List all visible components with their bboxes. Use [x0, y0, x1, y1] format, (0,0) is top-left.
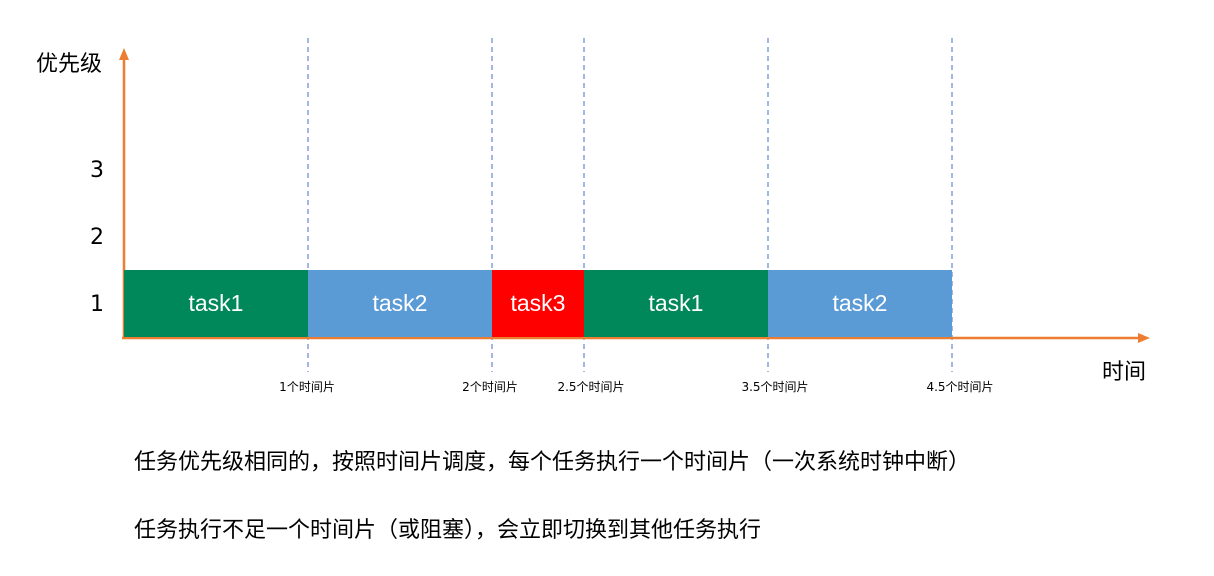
x-tick-1: 1个时间片: [279, 380, 335, 394]
x-tick-2: 2个时间片: [462, 380, 518, 394]
time-slice-gridlines: [307, 38, 953, 372]
task-bar-4: task1: [584, 270, 768, 337]
y-tick-3: 3: [90, 158, 104, 183]
x-tick-4-5: 4.5个时间片: [926, 380, 994, 394]
x-axis-arrow-icon: [1138, 333, 1150, 343]
x-axis: [122, 333, 1150, 343]
note-line-2: 任务执行不足一个时间片（或阻塞），会立即切换到其他任务执行: [134, 518, 762, 543]
x-tick-2-5: 2.5个时间片: [557, 380, 625, 394]
y-axis-label: 优先级: [36, 52, 103, 77]
x-axis-label: 时间: [1102, 360, 1147, 385]
y-tick-2: 2: [90, 225, 104, 250]
task-bar-2: task2: [308, 270, 492, 337]
y-tick-1: 1: [90, 292, 104, 317]
note-line-1: 任务优先级相同的，按照时间片调度，每个任务执行一个时间片（一次系统时钟中断）: [134, 450, 971, 475]
y-axis-arrow-icon: [119, 48, 129, 60]
task-bar-1: task1: [124, 270, 308, 337]
x-tick-3-5: 3.5个时间片: [741, 380, 809, 394]
task-bar-3: task3: [492, 270, 584, 337]
task-bar-5: task2: [768, 270, 952, 337]
